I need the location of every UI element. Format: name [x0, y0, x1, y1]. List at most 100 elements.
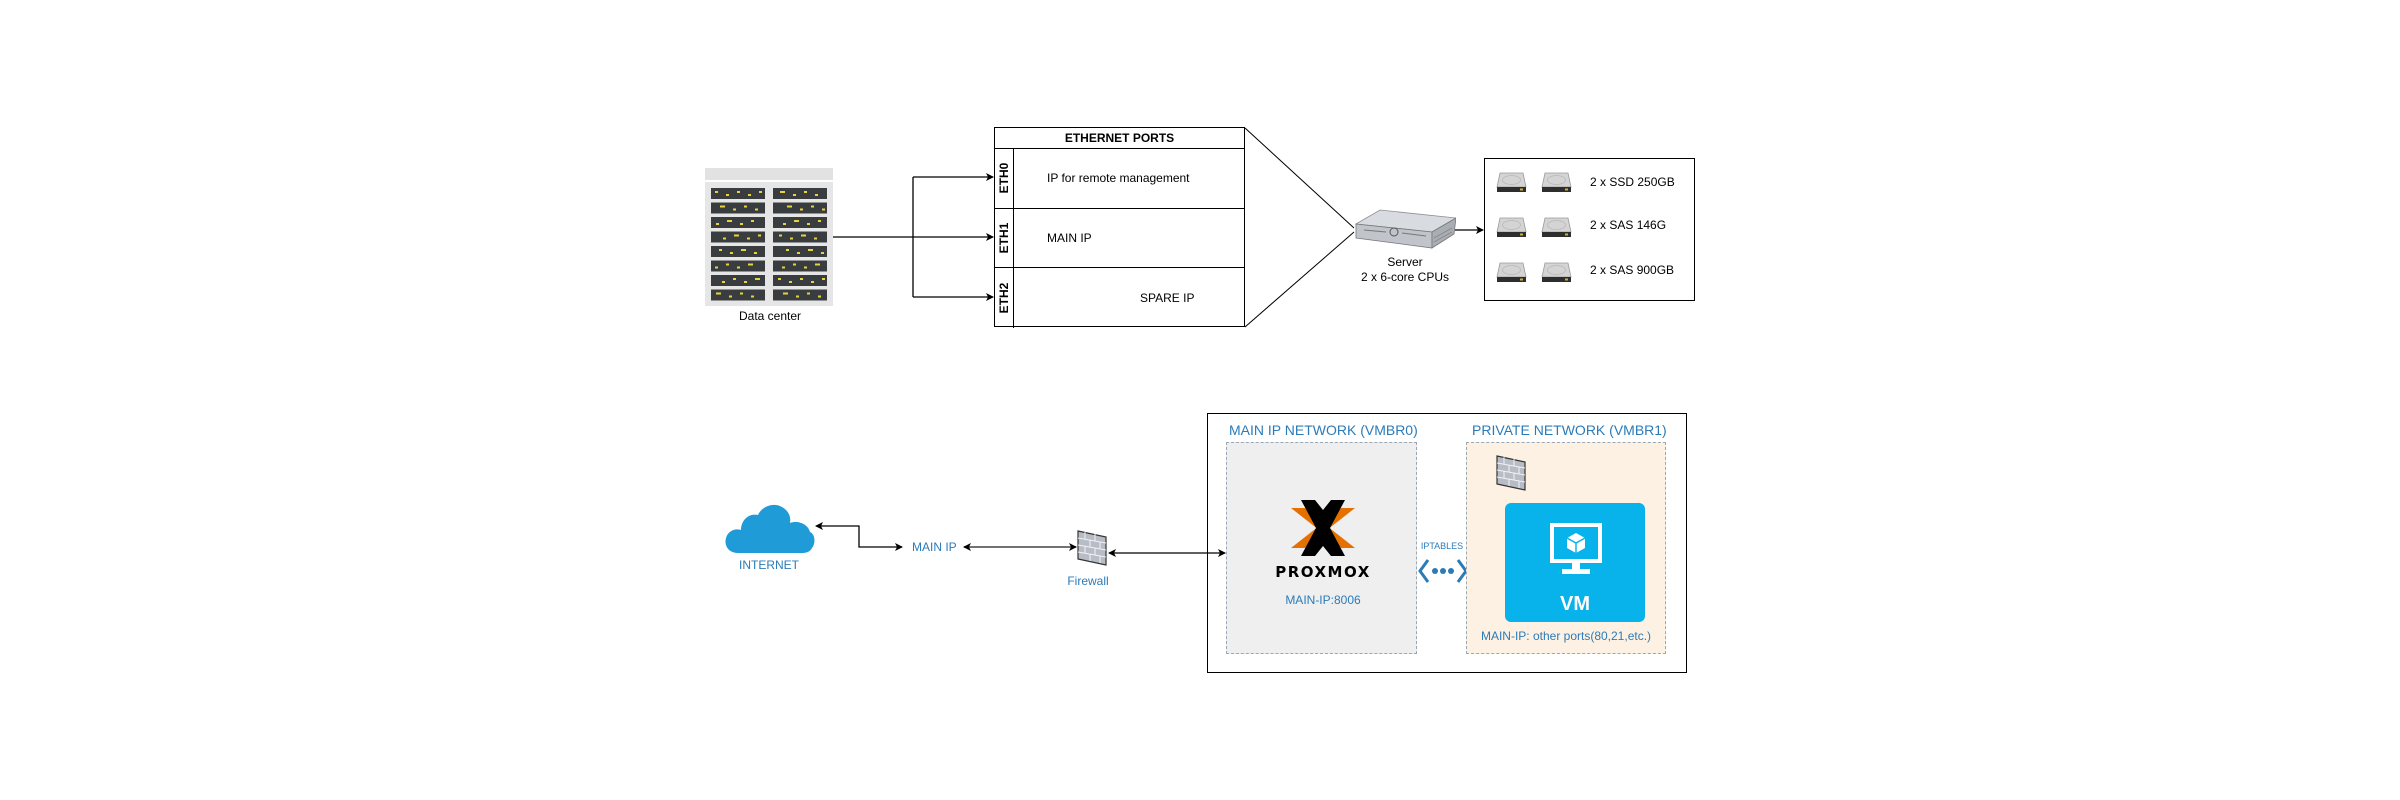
rack-unit — [711, 188, 765, 199]
rack-led — [726, 263, 729, 266]
rack-led — [780, 191, 783, 193]
hard-disk-icon — [1496, 171, 1527, 193]
rack-led — [808, 249, 811, 251]
rack-led — [782, 191, 785, 193]
rack-unit — [773, 260, 827, 272]
rack-unit — [773, 188, 827, 199]
server-rack-icon — [705, 168, 833, 306]
rack-led — [737, 191, 740, 193]
rack-led — [818, 220, 821, 222]
rack-led — [807, 292, 810, 295]
rack-led — [748, 263, 751, 266]
rack-unit — [711, 289, 765, 301]
main-network-title: MAIN IP NETWORK (VMBR0) — [1229, 422, 1418, 438]
proxmox-wordmark: PROXMOX — [1275, 563, 1371, 581]
rack-led — [797, 252, 800, 254]
rack-led — [716, 292, 719, 295]
rack-led — [793, 263, 796, 266]
rack-unit — [773, 202, 827, 214]
rack-led — [811, 281, 814, 283]
rack-led — [734, 234, 737, 237]
rack-unit — [711, 202, 765, 214]
rack-unit — [711, 275, 765, 286]
ethernet-ports-table: ETHERNET PORTS ETH0 IP for remote manage… — [994, 127, 1245, 328]
rack-led — [790, 237, 793, 240]
vm-node: VM — [1505, 503, 1645, 622]
rack-led — [787, 205, 790, 208]
rack-led — [736, 234, 739, 237]
funnel-top-line — [1244, 127, 1355, 229]
private-network-address: MAIN-IP: other ports(80,21,etc.) — [1480, 629, 1652, 643]
rack-led — [789, 281, 792, 283]
rack-led — [757, 278, 760, 280]
rack-led — [789, 205, 792, 208]
firewall-icon — [1496, 455, 1526, 491]
ethernet-ports-header: ETHERNET PORTS — [995, 128, 1244, 149]
rack-led — [723, 237, 726, 240]
rack-led — [818, 295, 821, 298]
rack-led — [744, 281, 747, 283]
hard-disk-icon — [1541, 261, 1572, 283]
inner-firewall-node — [1496, 455, 1527, 496]
main-network-address: MAIN-IP:8006 — [1285, 593, 1361, 607]
rack-led — [729, 295, 732, 298]
rack-led — [741, 249, 744, 251]
rack-led — [755, 208, 758, 211]
rack-led — [730, 252, 733, 254]
rack-unit — [711, 217, 765, 228]
eth-port-label: ETH0 — [997, 162, 1011, 194]
rack-led — [750, 263, 753, 266]
rack-led — [796, 295, 799, 298]
rack-led — [718, 292, 721, 295]
rack-led — [743, 249, 746, 251]
connection-dots-icon — [1418, 559, 1468, 583]
rack-led — [803, 234, 806, 237]
rack-led — [740, 223, 743, 225]
rack-led — [793, 194, 796, 196]
rack-led — [755, 278, 758, 280]
rack-led — [719, 249, 722, 251]
hard-disk-icon — [1496, 261, 1527, 283]
rack-unit — [773, 231, 827, 243]
rack-unit — [773, 275, 827, 286]
main-ip-label: MAIN IP — [912, 540, 957, 554]
rack-led — [782, 266, 785, 269]
proxmox-logo — [1291, 500, 1355, 561]
rack-led — [759, 191, 762, 193]
firewall-label: Firewall — [1067, 574, 1109, 588]
rack-led — [822, 278, 825, 280]
rack-led — [754, 252, 757, 254]
rack-led — [783, 292, 786, 295]
rack-led — [727, 220, 730, 222]
rack-unit — [711, 246, 765, 257]
eth-port-description: SPARE IP — [1140, 290, 1195, 305]
rack-led — [737, 266, 740, 269]
rack-unit — [711, 231, 765, 243]
vm-monitor-icon — [1550, 523, 1602, 574]
rack-led — [729, 220, 732, 222]
vm-label: VM — [1560, 593, 1590, 615]
eth-row: ETH2 SPARE IP — [995, 268, 1244, 328]
firewall-icon — [1077, 530, 1107, 566]
rack-led — [800, 278, 803, 280]
eth-port-label: ETH2 — [997, 282, 1011, 314]
storage-label: 2 x SAS 146G — [1590, 218, 1667, 232]
rack-led — [758, 234, 761, 237]
rack-led — [726, 194, 729, 196]
data-center-node — [705, 168, 833, 306]
rack-led — [821, 252, 824, 254]
rack-led — [722, 205, 725, 208]
rack-server-icon — [1354, 209, 1458, 249]
rack-led — [748, 194, 751, 196]
hard-disk-icon — [1496, 216, 1527, 238]
rack-led — [817, 263, 820, 266]
rack-led — [722, 281, 725, 283]
rack-unit — [773, 289, 827, 301]
rack-led — [715, 266, 718, 269]
rack-led — [814, 237, 817, 240]
rack-led — [794, 220, 797, 222]
rack-led — [744, 205, 747, 208]
server-node — [1352, 208, 1458, 255]
storage-label: 2 x SSD 250GB — [1590, 175, 1675, 189]
